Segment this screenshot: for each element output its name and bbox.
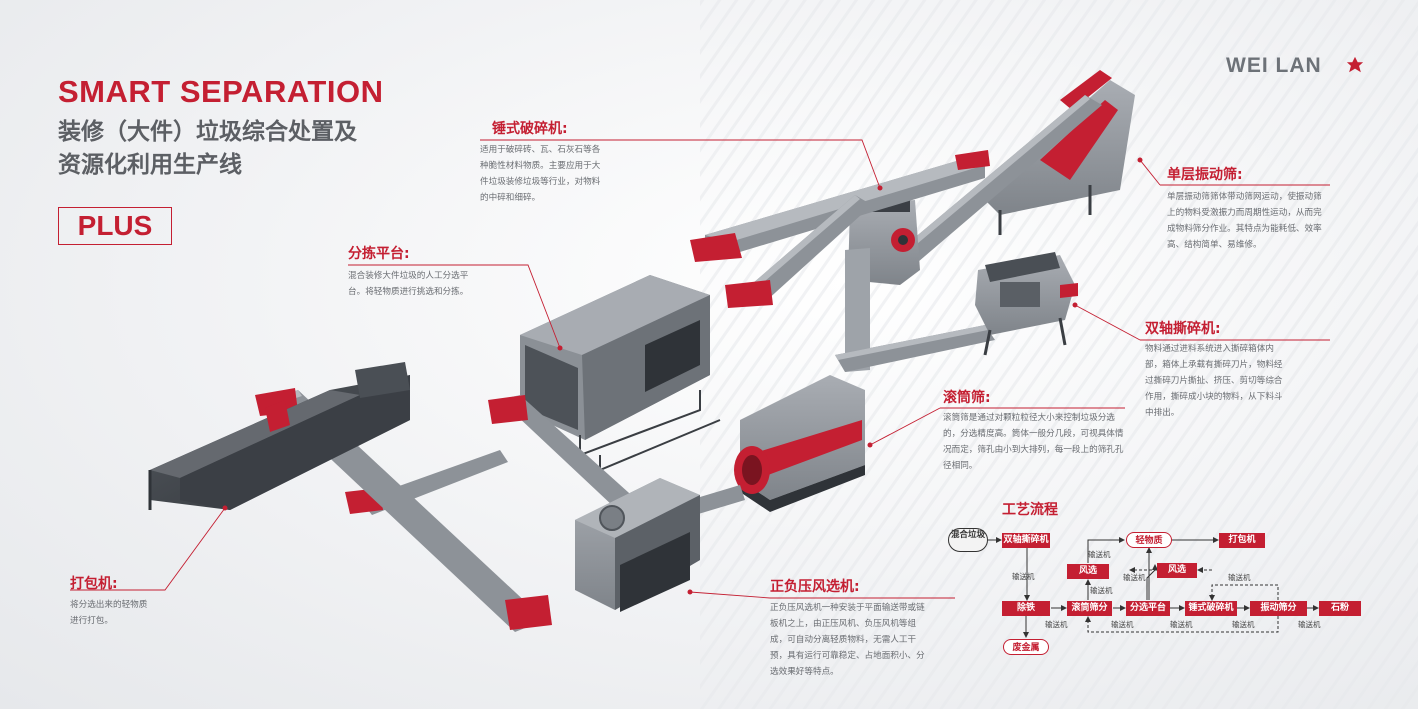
flow-node-mixed-waste: 混合垃圾: [948, 528, 988, 552]
brand-logo-text: WEI LAN: [1226, 54, 1322, 77]
flow-label-conveyor: 输送机: [1012, 572, 1035, 581]
hammer-crusher-desc: 适用于破碎砖、瓦、石灰石等各种脆性材料物质。主要应用于大件垃圾装修垃圾等行业，对…: [480, 145, 601, 203]
flow-label-conveyor: 输送机: [1232, 620, 1255, 629]
flow-node-wind1: 风选: [1067, 564, 1109, 579]
flow-node-sorting: 分选平台: [1126, 601, 1170, 616]
flow-label-conveyor: 输送机: [1045, 620, 1068, 629]
baler-title: 打包机:: [70, 576, 118, 592]
double-shaft-shredder-machine: [975, 252, 1078, 356]
sorting-platform-machine: [520, 275, 721, 472]
shredder-title: 双轴撕碎机:: [1145, 321, 1221, 337]
flow-node-light-material: 轻物质: [1126, 532, 1172, 548]
trommel-title: 滚筒筛:: [943, 390, 991, 406]
flow-node-shredder: 双轴撕碎机: [1002, 533, 1050, 548]
vibrating-screen-desc: 单层振动筛筛体带动筛网运动，使振动筛上的物料受激振力而周期性运动，从而完成物料筛…: [1167, 192, 1322, 250]
flow-node-iron-removal: 除铁: [1002, 601, 1050, 616]
conveyor-to-sorting: [500, 395, 648, 522]
conveyor-sorting-to-crusher: [745, 195, 872, 302]
baler-desc: 将分选出来的轻物质进行打包。: [70, 600, 148, 626]
plus-badge: PLUS: [58, 207, 172, 245]
flow-node-wind2: 风选: [1157, 563, 1197, 578]
title-chinese-line1: 装修（大件）垃圾综合处置及: [58, 119, 357, 145]
sorting-platform-title: 分拣平台:: [348, 246, 410, 262]
flow-node-stone-powder: 石粉: [1319, 601, 1361, 616]
flow-label-conveyor: 输送机: [1298, 620, 1321, 629]
shredder-desc: 物料通过进料系统进入撕碎箱体内部，箱体上承载有撕碎刀片，物料经过撕碎刀片撕扯、挤…: [1145, 344, 1283, 418]
trommel-desc: 滚筒筛是通过对颗粒粒径大小来控制垃圾分选的，分选精度高。筒体一般分几段，可视具体…: [943, 413, 1124, 471]
title-chinese: 装修（大件）垃圾综合处置及 资源化利用生产线: [58, 116, 438, 182]
air-separator-title: 正负压风选机:: [770, 579, 860, 595]
conveyor-to-vibrating-screen: [900, 95, 1102, 262]
flow-node-scrap-metal: 废金属: [1003, 639, 1049, 655]
conveyor-shredder-to-trommel: [835, 325, 995, 372]
title-english: SMART SEPARATION: [58, 74, 384, 109]
flow-node-hammer-crusher: 锤式破碎机: [1185, 601, 1237, 616]
flow-label-conveyor: 输送机: [1123, 573, 1146, 582]
flow-node-baler: 打包机: [1219, 533, 1265, 548]
pipe-to-trommel: [845, 248, 870, 372]
flow-label-conveyor: 输送机: [1228, 573, 1251, 582]
brand-star-icon: [1346, 56, 1364, 73]
hammer-crusher-title: 锤式破碎机:: [492, 121, 568, 137]
air-separator-machine: [575, 478, 700, 612]
vibrating-screen-machine: [985, 70, 1135, 235]
trommel-screen-machine: [734, 375, 865, 512]
flow-label-conveyor: 输送机: [1111, 620, 1134, 629]
flow-node-trommel: 滚筒筛分: [1067, 601, 1112, 616]
process-flow-title: 工艺流程: [1002, 502, 1058, 518]
flow-label-conveyor: 输送机: [1170, 620, 1193, 629]
title-chinese-line2: 资源化利用生产线: [58, 152, 242, 178]
flow-label-conveyor: 输送机: [1090, 586, 1113, 595]
vibrating-screen-title: 单层振动筛:: [1167, 167, 1243, 183]
flow-node-vibrating-screen: 振动筛分: [1250, 601, 1307, 616]
flow-label-conveyor: 输送机: [1088, 550, 1111, 559]
baler-machine: [148, 362, 410, 510]
sorting-platform-desc: 混合装修大件垃圾的人工分选平台。将轻物质进行挑选和分拣。: [348, 271, 469, 297]
conveyor-trommel-to-air: [690, 485, 745, 515]
air-separator-desc: 正负压风选机一种安装于平面输送带或链板机之上，由正压风机、负压风机等组成，可自动…: [770, 603, 925, 677]
